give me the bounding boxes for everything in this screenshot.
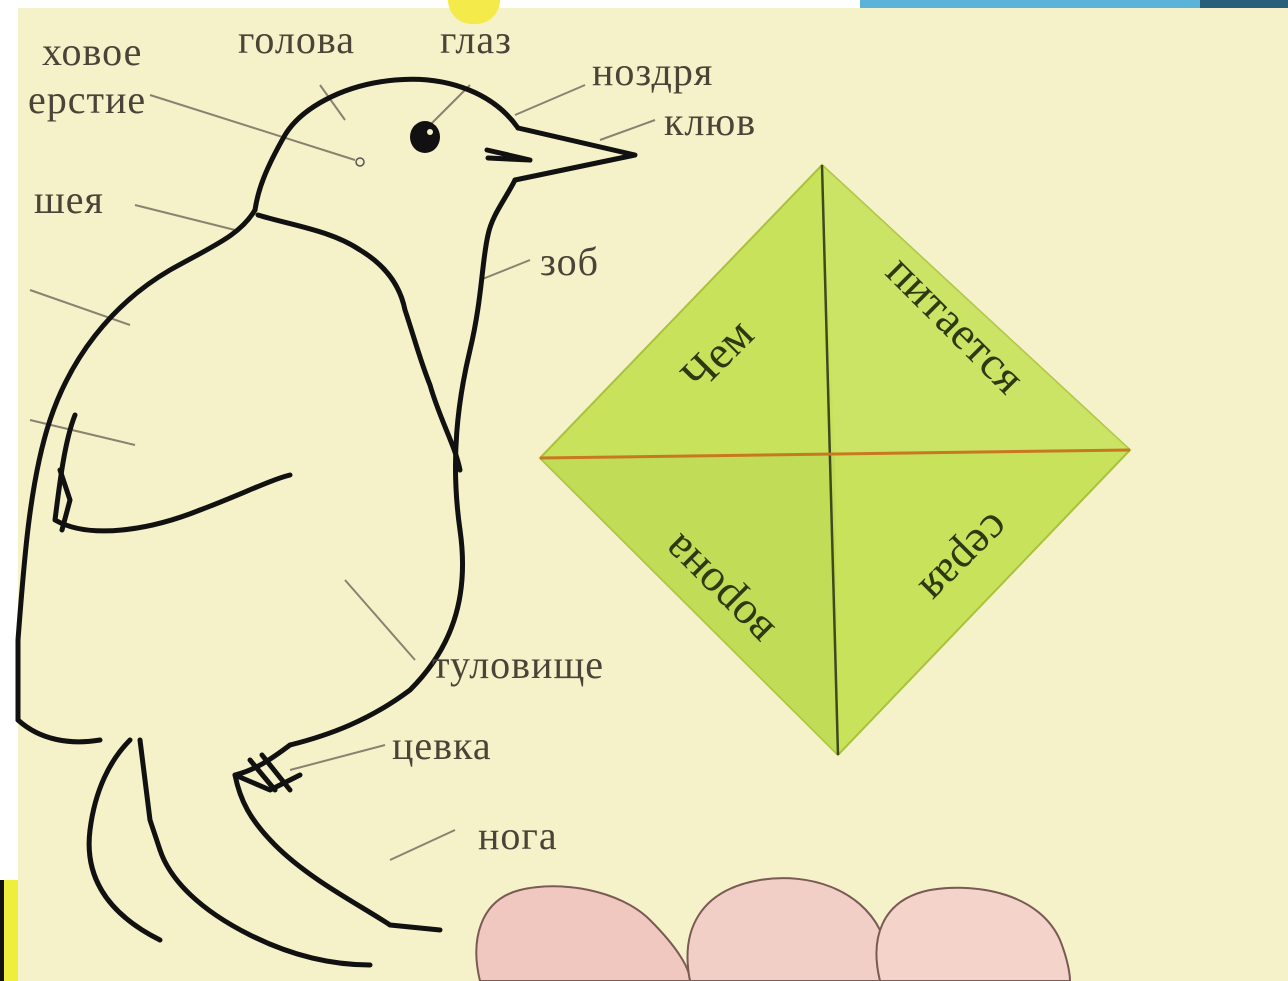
label-nostril: ноздря bbox=[592, 52, 713, 92]
label-neck: шея bbox=[34, 180, 104, 220]
label-head: голова bbox=[238, 20, 355, 60]
label-crop: зоб bbox=[540, 242, 599, 282]
fingers bbox=[476, 878, 1070, 981]
label-tarsus: цевка bbox=[392, 726, 492, 766]
yellow-edge-marker bbox=[0, 880, 18, 981]
label-beak: клюв bbox=[664, 102, 756, 142]
label-ear-opening-line1: ховое bbox=[42, 32, 142, 72]
label-ear-opening-line2: ерстие bbox=[28, 80, 146, 120]
label-body: туловище bbox=[432, 645, 604, 685]
label-leg: нога bbox=[478, 816, 558, 856]
label-eye: глаз bbox=[440, 20, 512, 60]
